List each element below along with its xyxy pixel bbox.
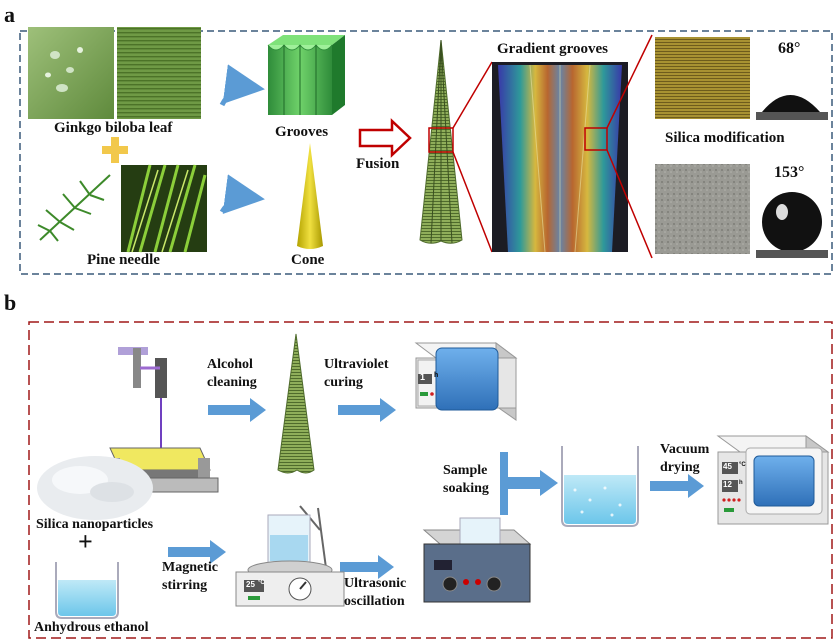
flow-arrows	[168, 398, 704, 579]
3d-printer-illustration	[108, 347, 219, 493]
panel-a-letter: a	[4, 2, 15, 27]
vacuum-oven-temp: 45	[723, 462, 732, 471]
pine-needle-drawing	[37, 174, 111, 242]
curved-arrow-top	[219, 64, 265, 107]
ultrasonic-label-2: oscillation	[344, 594, 405, 609]
grooved-cone-model	[419, 39, 463, 244]
magnetic-label-2: stirring	[162, 578, 208, 593]
panel-b-border	[28, 321, 833, 639]
vacuum-oven-time-unit: h	[739, 480, 743, 486]
silica-powder-photo	[37, 456, 153, 520]
cone-model	[297, 143, 323, 249]
grooves-model	[267, 35, 345, 115]
zoom-line-right-bottom	[606, 149, 653, 259]
stirrer-display-value: 25	[246, 580, 255, 589]
sample-label-1: Sample	[443, 463, 488, 478]
ultrasonic-label-1: Ultrasonic	[344, 576, 407, 591]
gradient-grooves-image	[492, 62, 628, 253]
uv-label-1: Ultraviolet	[324, 357, 389, 372]
droplet-68-image	[756, 78, 828, 120]
vacuum-oven-illustration	[716, 435, 830, 525]
pine-needle-photo	[121, 164, 207, 253]
silica-nanoparticles-label: Silica nanoparticles	[36, 517, 154, 532]
soaking-beaker	[561, 446, 639, 527]
curved-arrow-bottom	[219, 174, 265, 214]
droplet-153-image	[756, 186, 828, 258]
uv-oven-illustration	[414, 342, 518, 421]
silica-modification-label: Silica modification	[665, 130, 785, 146]
gradient-grooves-label: Gradient grooves	[497, 41, 608, 57]
stirrer-display-unit: °C	[258, 580, 265, 586]
pine-needle-label: Pine needle	[87, 252, 160, 268]
ultrasonic-cleaner	[422, 517, 532, 603]
uv-oven-time: 1	[420, 372, 426, 382]
magnetic-stirrer	[235, 505, 345, 607]
sample-label-2: soaking	[443, 481, 489, 496]
uv-label-2: curing	[324, 375, 363, 390]
panel-b-letter: b	[4, 290, 17, 315]
ginkgo-microstructure-photo	[117, 27, 201, 119]
vacuum-label-1: Vacuum	[660, 442, 710, 457]
surface-before-photo	[655, 37, 750, 119]
plus-yellow-icon	[102, 137, 128, 163]
fusion-arrow	[358, 118, 412, 158]
ethanol-beaker	[55, 562, 119, 619]
ginkgo-label: Ginkgo biloba leaf	[54, 120, 173, 136]
magnetic-label-1: Magnetic	[162, 560, 218, 575]
alcohol-label-2: cleaning	[207, 375, 257, 390]
alcohol-label-1: Alcohol	[207, 357, 253, 372]
grooves-label: Grooves	[275, 124, 329, 140]
vacuum-oven-temp-unit: °C	[739, 462, 746, 468]
plus-sign: +	[78, 527, 93, 556]
ginkgo-leaf-photo	[28, 27, 114, 119]
zoom-line-right-top	[606, 34, 653, 129]
anhydrous-ethanol-label: Anhydrous ethanol	[34, 620, 149, 635]
fusion-label: Fusion	[356, 156, 400, 172]
surface-after-photo	[655, 164, 750, 254]
zoom-line-top	[452, 61, 493, 129]
contact-angle-153: 153°	[774, 164, 805, 181]
printed-cone	[277, 333, 315, 474]
vacuum-oven-time: 12	[723, 480, 732, 489]
uv-oven-time-unit: h	[434, 372, 439, 379]
vacuum-label-2: drying	[660, 460, 700, 475]
contact-angle-68: 68°	[778, 40, 801, 57]
zoom-line-bottom	[452, 151, 493, 253]
cone-label: Cone	[291, 252, 325, 268]
